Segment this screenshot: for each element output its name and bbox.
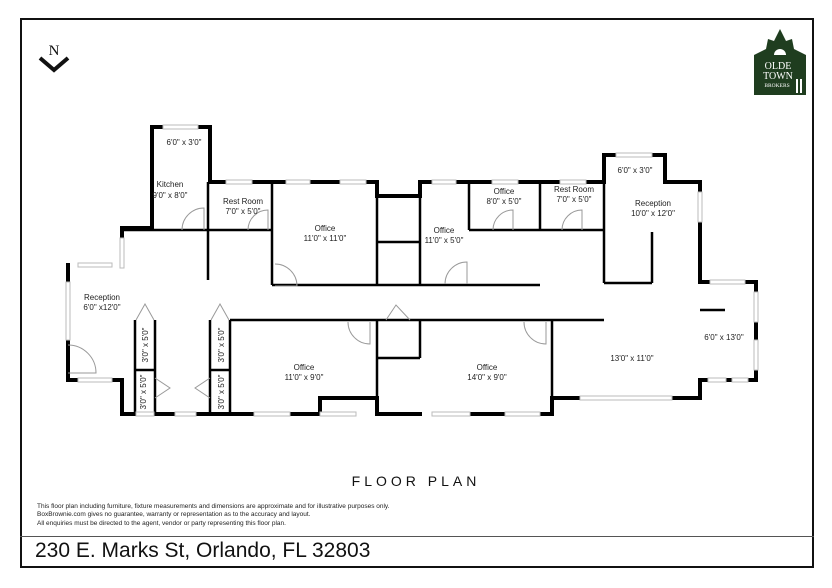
svg-text:3'0" x 5'0": 3'0" x 5'0" [141,327,150,362]
room-name-office-4: Office [294,363,315,372]
svg-text:8'0" x 5'0": 8'0" x 5'0" [487,197,522,206]
room-dims-reception-1: 10'0" x 12'0" [631,209,675,218]
room-dims-reception-2: 6'0" x12'0" [83,303,120,312]
svg-text:6'0" x 3'0": 6'0" x 3'0" [167,138,202,147]
svg-text:Reception: Reception [84,293,120,302]
svg-text:11'0" x 11'0": 11'0" x 11'0" [304,234,347,243]
floor-plan-title: FLOOR PLAN [351,473,481,489]
room-name-reception-2: Reception [84,293,120,302]
room-dims-closet-3: 3'0" x 5'0" [217,327,226,362]
svg-text:6'0" x 13'0": 6'0" x 13'0" [704,333,744,342]
svg-text:11'0" x 9'0": 11'0" x 9'0" [285,373,324,382]
svg-text:Rest Room: Rest Room [554,185,594,194]
svg-text:3'0" x 5'0": 3'0" x 5'0" [217,374,226,409]
svg-text:Reception: Reception [635,199,671,208]
disclaimer-line: BoxBrownie.com gives no guarantee, warra… [37,511,311,519]
room-dims-reception-alcove: 6'0" x 3'0" [618,166,653,175]
compass: N [34,40,74,80]
svg-text:10'0" x 12'0": 10'0" x 12'0" [631,209,675,218]
room-dims-closet-4: 3'0" x 5'0" [217,374,226,409]
room-dims-restroom-1: 7'0" x 5'0" [226,207,261,216]
wall [66,263,124,382]
room-dims-office-1: 11'0" x 11'0" [304,234,347,243]
svg-text:Office: Office [494,187,515,196]
room-dims-office-2: 11'0" x 5'0" [425,236,464,245]
room-name-office-3: Office [494,187,515,196]
footer-divider [20,536,814,537]
svg-text:3'0" x 5'0": 3'0" x 5'0" [139,374,148,409]
room-name-office-1: Office [315,224,336,233]
room-dims-office-4: 11'0" x 9'0" [285,373,324,382]
room-dims-kitchen: 9'0" x 8'0" [153,191,188,200]
room-dims-office-3: 8'0" x 5'0" [487,197,522,206]
room-dims-kitchen-alcove: 6'0" x 3'0" [167,138,202,147]
north-letter: N [49,43,60,59]
room-name-reception-1: Reception [635,199,671,208]
room-dims-office-5: 14'0" x 9'0" [467,373,507,382]
logo-line-2: TOWN [763,71,793,82]
wall [120,125,277,267]
room-name-restroom-2: Rest Room [554,185,594,194]
room-dims-closet-2: 3'0" x 5'0" [139,374,148,409]
room-dims-bay-area: 6'0" x 13'0" [704,333,744,342]
disclaimer: This floor plan including furniture, fix… [37,503,390,528]
svg-text:Office: Office [294,363,315,372]
room-name-kitchen: Kitchen [157,180,184,189]
svg-text:11'0" x 5'0": 11'0" x 5'0" [425,236,464,245]
property-address: 230 E. Marks St, Orlando, FL 32803 [35,539,371,562]
wall [120,378,422,416]
svg-text:Rest Room: Rest Room [223,197,263,206]
company-logo: OLDE TOWN BROKERS [752,27,808,95]
wall [454,280,758,416]
svg-text:13'0" x 11'0": 13'0" x 11'0" [610,354,653,363]
svg-text:7'0" x 5'0": 7'0" x 5'0" [226,207,261,216]
room-name-restroom-1: Rest Room [223,197,263,206]
room-labels: 6'0" x 3'0" Kitchen 9'0" x 8'0" Rest Roo… [83,138,743,409]
svg-text:7'0" x 5'0": 7'0" x 5'0" [557,195,592,204]
svg-text:Office: Office [434,226,455,235]
svg-text:6'0" x12'0": 6'0" x12'0" [83,303,120,312]
svg-text:Office: Office [477,363,498,372]
svg-text:6'0" x 3'0": 6'0" x 3'0" [618,166,653,175]
svg-text:Office: Office [315,224,336,233]
logo-line-1: OLDE [765,61,792,72]
logo-line-3: BROKERS [764,83,789,89]
room-name-office-5: Office [477,363,498,372]
svg-text:Kitchen: Kitchen [157,180,184,189]
page-frame [20,18,814,568]
svg-text:9'0" x 8'0": 9'0" x 8'0" [153,191,188,200]
north-arrow-icon: N [38,43,70,73]
svg-text:3'0" x 5'0": 3'0" x 5'0" [217,327,226,362]
room-name-office-2: Office [434,226,455,235]
disclaimer-line: All enquiries must be directed to the ag… [37,519,286,527]
disclaimer-line: This floor plan including furniture, fix… [37,503,390,510]
svg-text:14'0" x 9'0": 14'0" x 9'0" [467,373,507,382]
olde-town-brokers-logo-icon: OLDE TOWN BROKERS [754,29,806,95]
room-dims-closet-1: 3'0" x 5'0" [141,327,150,362]
room-dims-open-area: 13'0" x 11'0" [610,354,653,363]
room-dims-restroom-2: 7'0" x 5'0" [557,195,592,204]
